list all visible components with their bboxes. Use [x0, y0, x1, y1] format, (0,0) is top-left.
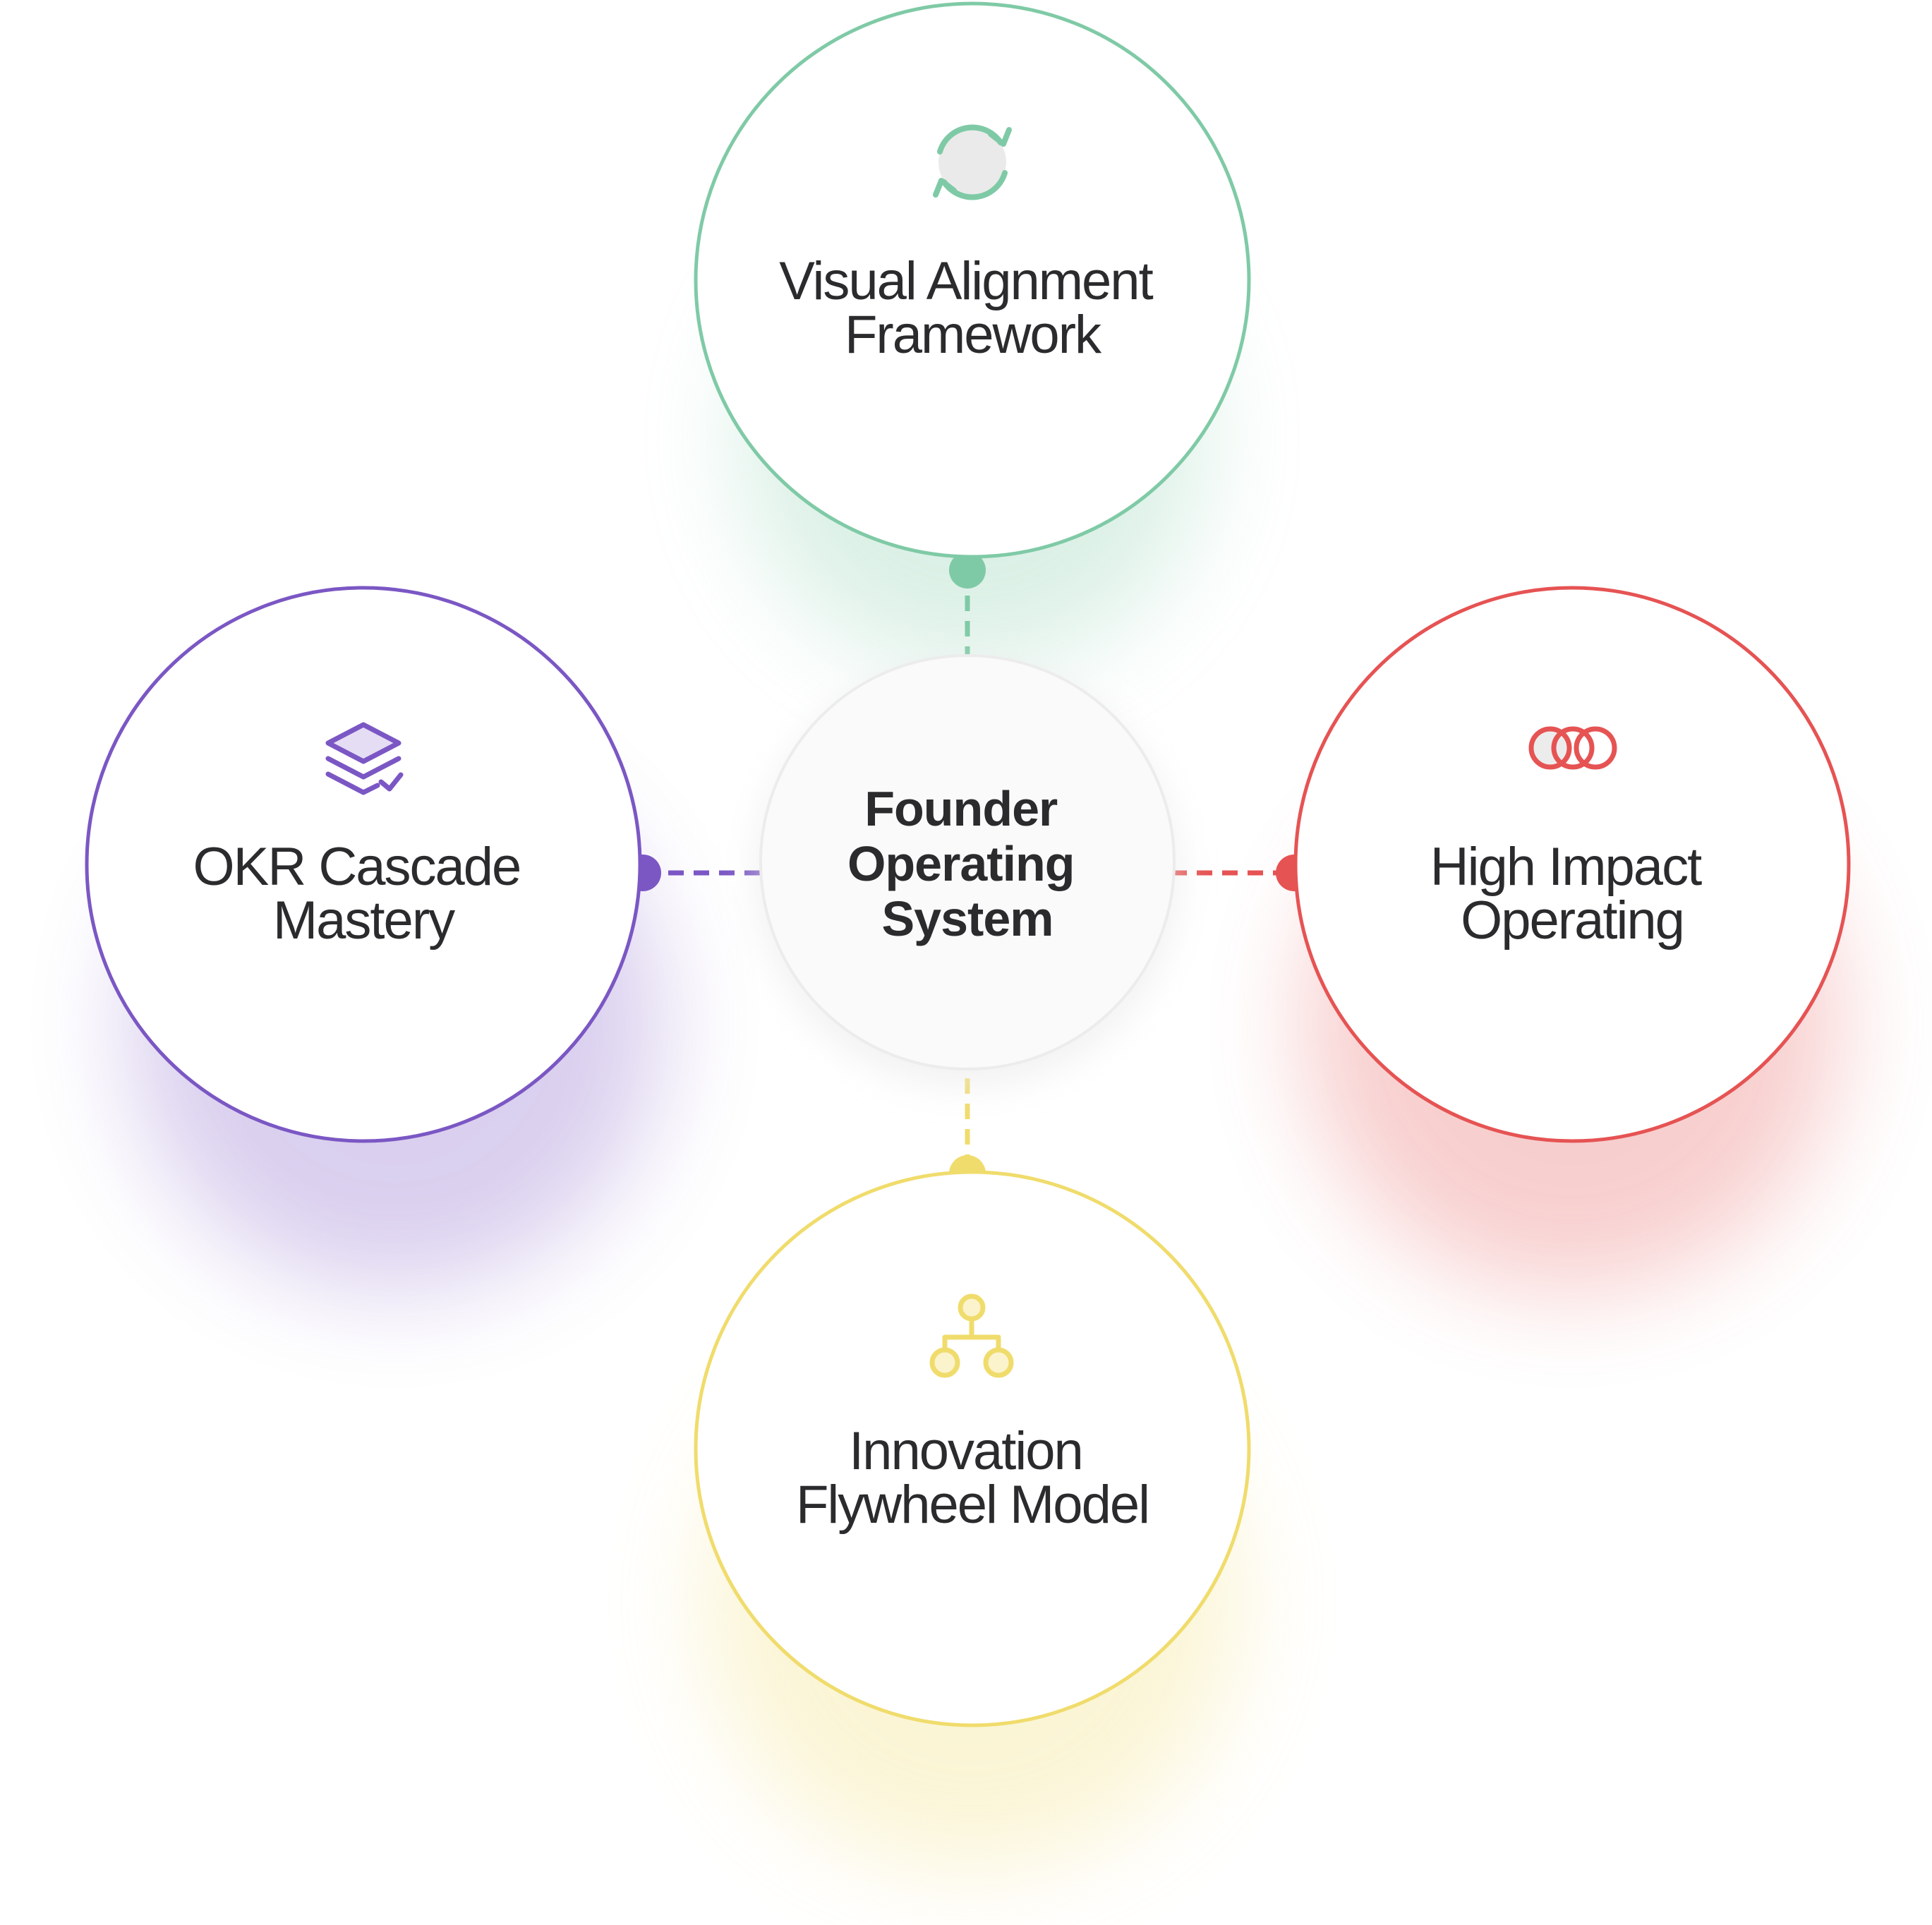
node-circle-top — [694, 1, 1251, 559]
center-title-line-2: Operating — [847, 836, 1075, 891]
layers-check-icon — [325, 722, 404, 795]
refresh-icon — [933, 124, 1012, 200]
node-label-bottom: Innovation Flywheel Model — [796, 1421, 1149, 1535]
linked-rings-icon — [1528, 726, 1617, 770]
node-innovation-flywheel: Innovation Flywheel Model — [694, 1170, 1251, 1727]
connector-dot-top — [949, 552, 986, 589]
center-title-line-1: Founder — [864, 781, 1058, 836]
center-title: Founder Operating System — [847, 781, 1087, 946]
node-label-right-line-1: High Impact — [1430, 837, 1702, 897]
node-label-left: OKR Cascade Mastery — [193, 837, 534, 951]
node-okr-cascade: OKR Cascade Mastery — [85, 586, 642, 1143]
node-circle-right — [1293, 586, 1851, 1143]
node-circle-bottom — [694, 1170, 1251, 1727]
node-high-impact: High Impact Operating — [1293, 586, 1851, 1143]
node-label-bottom-line-2: Flywheel Model — [796, 1475, 1149, 1535]
node-circle-left — [85, 586, 642, 1143]
center-circle — [759, 654, 1176, 1070]
center-title-line-3: System — [881, 891, 1053, 946]
node-label-right-line-2: Operating — [1461, 891, 1684, 951]
node-label-right: High Impact Operating — [1430, 837, 1715, 951]
node-label-bottom-line-1: Innovation — [849, 1421, 1082, 1481]
hierarchy-icon — [929, 1293, 1014, 1378]
node-visual-alignment: Visual Alignment Framework — [694, 1, 1251, 559]
node-label-left-line-2: Mastery — [273, 891, 455, 951]
node-label-top-line-1: Visual Alignment — [779, 251, 1153, 311]
node-label-left-line-1: OKR Cascade — [193, 837, 521, 897]
node-label-top: Visual Alignment Framework — [779, 251, 1166, 365]
center-node: Founder Operating System — [756, 654, 1179, 1087]
node-label-top-line-2: Framework — [845, 305, 1102, 365]
